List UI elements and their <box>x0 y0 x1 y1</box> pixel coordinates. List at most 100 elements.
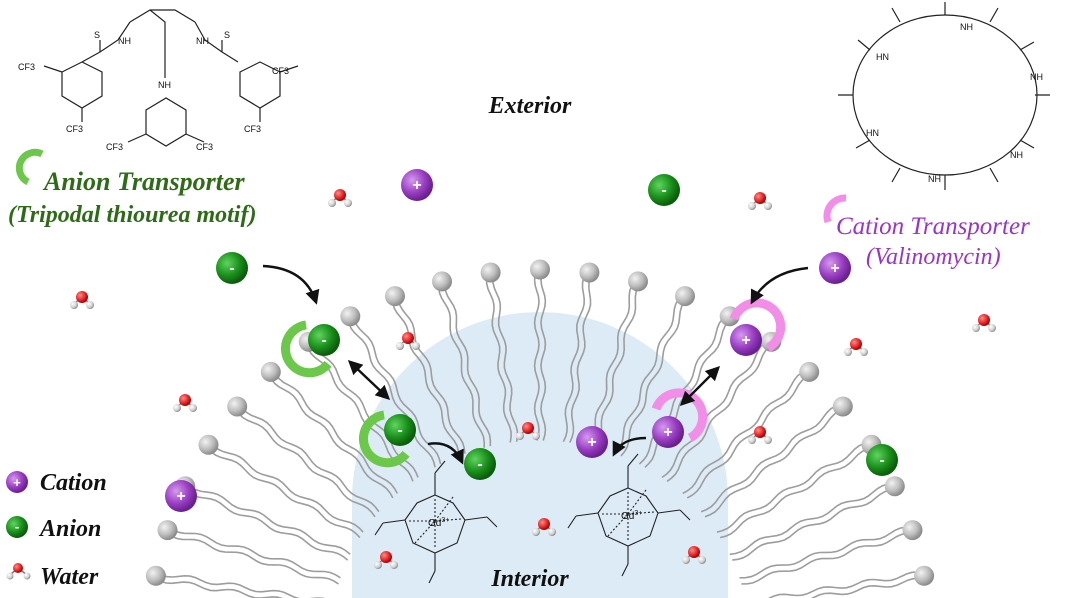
lipid-head <box>385 286 405 307</box>
cation-carrier-icon <box>823 194 847 224</box>
lipid-head <box>914 565 935 586</box>
valino-nh-2: NH <box>1030 72 1043 82</box>
cation: + <box>652 416 684 448</box>
svg-text:+: + <box>176 488 185 505</box>
cation-entry-arrow <box>750 266 809 305</box>
cation-shuttle-arrow <box>679 365 721 407</box>
svg-text:-: - <box>477 456 482 473</box>
water-molecule <box>972 314 996 332</box>
gd-complex-left <box>374 460 498 584</box>
lipid <box>227 396 380 518</box>
water-molecules <box>70 189 996 569</box>
lipid-head <box>628 271 648 292</box>
legend-cation-label: Cation <box>40 470 107 496</box>
lipid-head <box>340 306 361 327</box>
cf3-label-3: CF3 <box>272 66 289 76</box>
legend-water-icon <box>6 563 31 580</box>
legend-anion-label: Anion <box>38 516 101 542</box>
svg-text:-: - <box>15 519 19 534</box>
water-molecule <box>328 189 352 207</box>
anion: - <box>384 414 416 446</box>
lipid-head <box>260 361 281 382</box>
svg-text:-: - <box>229 260 234 277</box>
cation-transporter-subtitle: (Valinomycin) <box>866 244 1001 270</box>
sulfur-label-1: S <box>94 30 100 40</box>
ions: - - - - - - + + + + + + <box>165 169 898 512</box>
water-molecule <box>374 551 398 569</box>
anion-shuttle-arrow <box>347 360 391 400</box>
cation-release-arrow <box>612 436 647 457</box>
cf3-label-1: CF3 <box>18 62 35 72</box>
lipid-head <box>884 476 905 497</box>
lipid-head <box>227 396 248 417</box>
lipid <box>589 271 648 449</box>
cation: + <box>730 324 762 356</box>
lipid-head <box>902 520 923 541</box>
gd-label-right: Gd3+ <box>621 510 642 522</box>
svg-text:+: + <box>741 332 750 349</box>
svg-text:+: + <box>830 260 839 277</box>
valinomycin-structure <box>838 2 1050 190</box>
cation: + <box>165 480 197 512</box>
water-molecule <box>70 291 94 309</box>
lipid-head <box>832 396 853 417</box>
water-molecule <box>682 546 706 564</box>
svg-text:+: + <box>663 424 672 441</box>
anion-entry-arrow <box>262 264 320 305</box>
water-molecule <box>748 192 772 210</box>
lipid <box>682 361 820 499</box>
cation: + <box>576 426 608 458</box>
cation-transporter-title: Cation Transporter <box>836 213 1030 240</box>
anion: - <box>464 448 496 480</box>
interior-region <box>352 312 728 598</box>
lipid <box>739 520 923 585</box>
water-molecule <box>173 394 197 412</box>
anion: - <box>866 444 898 476</box>
lipid-head <box>579 262 600 283</box>
tripodal-thiourea-structure <box>43 9 299 147</box>
svg-text:+: + <box>587 434 596 451</box>
lipid <box>385 286 466 457</box>
svg-text:+: + <box>412 177 421 194</box>
water-molecule <box>396 332 420 350</box>
cf3-label-4: CF3 <box>244 124 261 134</box>
lipid-head <box>480 262 501 283</box>
anion: - <box>308 324 340 356</box>
anion-transporter-subtitle: (Tripodal thiourea motif) <box>8 202 256 228</box>
water-molecule <box>532 518 556 536</box>
legend-cation-icon <box>6 471 28 493</box>
anion: - <box>216 252 248 284</box>
nh-label-3: NH <box>158 80 171 90</box>
lipid <box>562 262 600 443</box>
cation-carrier-outer <box>729 298 786 352</box>
svg-text:-: - <box>397 422 402 439</box>
svg-text:+: + <box>13 475 21 490</box>
lipid <box>340 306 442 468</box>
anion-carrier-inner <box>359 410 410 468</box>
lipid-head <box>157 520 178 541</box>
legend-anion-icon <box>6 516 28 538</box>
lipid-head <box>799 361 820 382</box>
transport-arrows <box>262 264 809 465</box>
water-molecule <box>516 422 540 440</box>
svg-text:-: - <box>321 332 326 349</box>
svg-text:-: - <box>661 182 666 199</box>
anion-release-arrow <box>427 442 464 465</box>
lipid <box>729 476 905 561</box>
cf3-label-6: CF3 <box>196 142 213 152</box>
lipid <box>157 520 341 585</box>
cf3-label-2: CF3 <box>66 124 83 134</box>
lipid-head <box>198 434 219 455</box>
interior-label: Interior <box>490 566 569 592</box>
water-molecule <box>844 338 868 356</box>
valino-nh-4: NH <box>928 174 941 184</box>
nh-label-2: NH <box>196 36 209 46</box>
water-molecule <box>748 426 772 444</box>
lipid <box>614 286 695 457</box>
anion-transporter-title: Anion Transporter <box>42 167 245 196</box>
valino-nh-3: NH <box>1010 150 1023 160</box>
valino-nh-1: NH <box>960 22 973 32</box>
gd-complex-right <box>567 453 691 577</box>
lipid-head <box>432 271 452 292</box>
